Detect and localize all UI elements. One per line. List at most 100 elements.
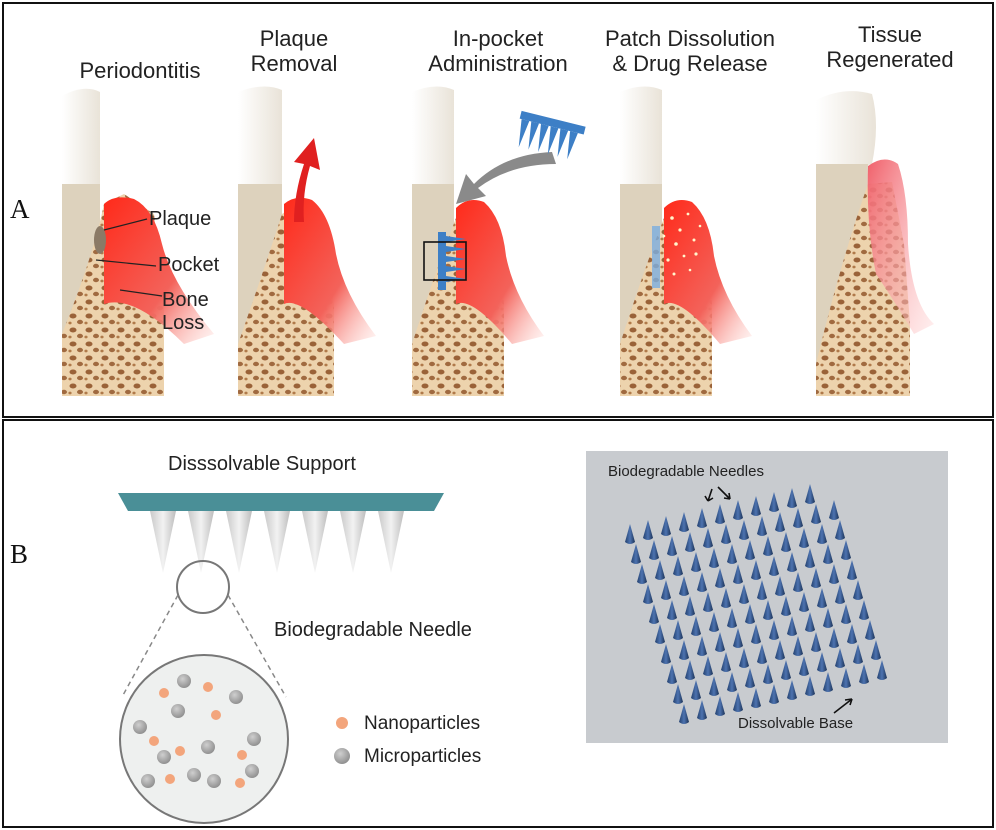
photo-needle xyxy=(679,704,689,724)
photo-label-dissolvable-base: Dissolvable Base xyxy=(738,715,854,732)
photo-needle xyxy=(655,560,665,580)
panel-a: A Periodontitis Plaque Removal In-pocket… xyxy=(2,2,994,418)
photo-needle xyxy=(835,520,845,540)
photo-needle xyxy=(715,504,725,524)
photo-needle xyxy=(829,500,839,520)
photo-needle xyxy=(775,576,785,596)
particle-cluster xyxy=(133,674,261,788)
photo-needle xyxy=(793,508,803,528)
photo-needle xyxy=(625,524,635,544)
photo-needle xyxy=(793,572,803,592)
photo-needle xyxy=(787,680,797,700)
photo-needle xyxy=(649,604,659,624)
photo-needle xyxy=(859,600,869,620)
photo-needle xyxy=(721,588,731,608)
photo-needle xyxy=(721,652,731,672)
photo-needle xyxy=(643,520,653,540)
photo-needle xyxy=(637,564,647,584)
photo-needle xyxy=(859,664,869,684)
photo-needle xyxy=(775,512,785,532)
photo-needle xyxy=(697,636,707,656)
photo-needle xyxy=(781,660,791,680)
photo-needle xyxy=(799,528,809,548)
photo-needle xyxy=(841,668,851,688)
panel-a-illustration xyxy=(62,86,934,397)
magnified-needle-circle xyxy=(119,654,289,824)
photo-needle xyxy=(745,668,755,688)
photo-needle xyxy=(823,544,833,564)
photo-needle xyxy=(817,652,827,672)
photo-needle xyxy=(673,684,683,704)
drug-release-particles xyxy=(662,212,702,276)
photo-needle xyxy=(841,604,851,624)
photo-needle xyxy=(697,508,707,528)
photo-needle xyxy=(817,524,827,544)
photo-needle xyxy=(775,640,785,660)
photo-needle xyxy=(781,596,791,616)
photo-needle xyxy=(829,564,839,584)
photo-needle xyxy=(853,644,863,664)
photo-needle xyxy=(787,552,797,572)
photo-needle xyxy=(709,612,719,632)
photo-needle xyxy=(739,648,749,668)
label-biodegradable-needle: Biodegradable Needle xyxy=(274,619,472,641)
legend-microparticles: Microparticles xyxy=(364,746,482,767)
photo-needle xyxy=(733,500,743,520)
step-title-tissue-regenerated: Tissue Regenerated xyxy=(826,22,954,72)
photo-needle xyxy=(661,580,671,600)
photo-needle xyxy=(739,584,749,604)
plaque-deposit xyxy=(94,226,106,254)
photo-needle xyxy=(763,536,773,556)
step-title-patch-dissolution: Patch Dissolution & Drug Release xyxy=(605,26,775,76)
photo-needle xyxy=(667,536,677,556)
microneedle-array xyxy=(150,511,404,573)
patch-in-pocket xyxy=(438,232,446,290)
photo-needle xyxy=(871,640,881,660)
photo-needle xyxy=(655,624,665,644)
photo-needle xyxy=(703,528,713,548)
photo-needle xyxy=(667,600,677,620)
photo-needle xyxy=(805,548,815,568)
photo-needle xyxy=(805,484,815,504)
photo-needle xyxy=(631,544,641,564)
photo-needle xyxy=(811,568,821,588)
tooth-periodontitis xyxy=(62,88,214,397)
photo-needle xyxy=(847,560,857,580)
photo-needle xyxy=(799,656,809,676)
insertion-arrow xyxy=(456,152,556,204)
photo-needle xyxy=(709,548,719,568)
photo-needle xyxy=(835,584,845,604)
photo-needle xyxy=(661,644,671,664)
microneedle-patch-icon xyxy=(518,110,586,160)
photo-needle xyxy=(739,520,749,540)
label-dissolvable-support: Disssolvable Support xyxy=(168,453,356,475)
photo-needle xyxy=(787,488,797,508)
label-pocket: Pocket xyxy=(158,254,220,276)
photo-needle xyxy=(685,596,695,616)
photo-needle xyxy=(751,624,761,644)
photo-needle xyxy=(781,532,791,552)
photo-needle xyxy=(697,700,707,720)
zoom-box xyxy=(423,241,467,281)
tooth-patch-dissolution xyxy=(620,86,752,396)
photo-needle xyxy=(715,632,725,652)
photo-needle xyxy=(751,688,761,708)
needle-zoom-circle xyxy=(176,560,230,614)
photo-needle xyxy=(853,580,863,600)
label-plaque: Plaque xyxy=(149,208,212,230)
photo-needle xyxy=(733,692,743,712)
step-title-in-pocket-administration: In-pocket Administration xyxy=(428,26,568,76)
photo-needle xyxy=(769,556,779,576)
photo-needle xyxy=(757,644,767,664)
photo-needle xyxy=(733,628,743,648)
photo-needle xyxy=(745,540,755,560)
photo-needle xyxy=(805,612,815,632)
photo-needle xyxy=(703,656,713,676)
tooth-plaque-removal xyxy=(238,86,376,396)
photo-label-biodegradable-needles: Biodegradable Needles xyxy=(608,463,764,480)
panel-a-letter: A xyxy=(10,194,30,224)
photo-needle xyxy=(757,580,767,600)
photo-needle xyxy=(721,524,731,544)
photo-needle xyxy=(673,556,683,576)
photo-needle xyxy=(829,628,839,648)
